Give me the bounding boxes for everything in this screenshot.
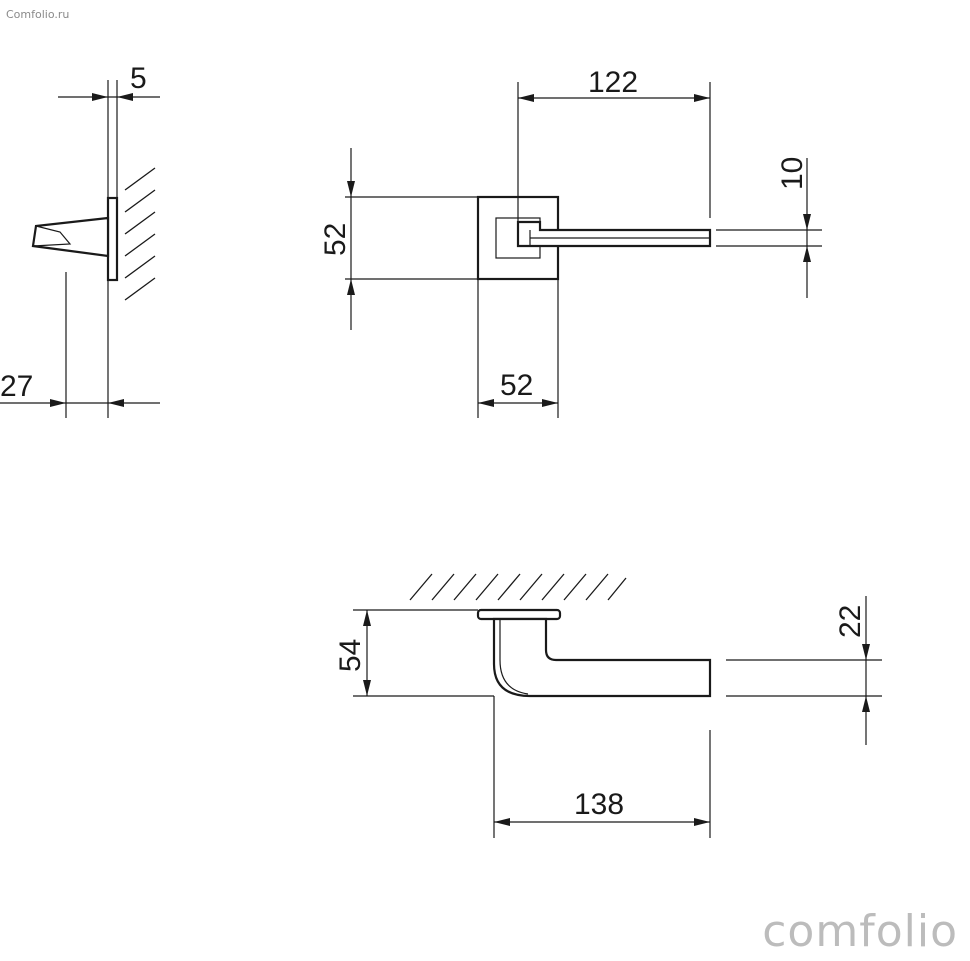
top-handle-detail bbox=[499, 619, 529, 695]
top-rose-plate bbox=[476, 608, 562, 621]
dim-10-label: 10 bbox=[776, 157, 809, 190]
wall-hatching-side bbox=[124, 167, 156, 301]
watermark-logo: comfolio bbox=[762, 906, 958, 957]
watermark-small: Comfolio.ru bbox=[6, 8, 70, 21]
side-backplate bbox=[106, 196, 119, 282]
dim-5-label: 5 bbox=[130, 62, 147, 95]
side-handle-detail bbox=[32, 225, 72, 247]
front-view: 122 52 52 10 bbox=[319, 66, 822, 418]
dim-52-horizontal-label: 52 bbox=[500, 369, 533, 402]
side-view: 5 27 bbox=[0, 62, 160, 418]
dim-52-vertical-label: 52 bbox=[319, 223, 352, 256]
dim-27-label: 27 bbox=[0, 370, 33, 403]
side-handle-profile bbox=[31, 216, 110, 258]
dim-22-label: 22 bbox=[834, 605, 867, 638]
front-lever bbox=[516, 220, 712, 248]
dim-122-label: 122 bbox=[588, 66, 638, 99]
top-handle bbox=[492, 617, 712, 698]
wall-hatching-top bbox=[409, 573, 627, 601]
top-view: 54 22 138 bbox=[334, 573, 882, 838]
dim-138-label: 138 bbox=[574, 788, 624, 821]
dim-54-label: 54 bbox=[334, 639, 367, 672]
